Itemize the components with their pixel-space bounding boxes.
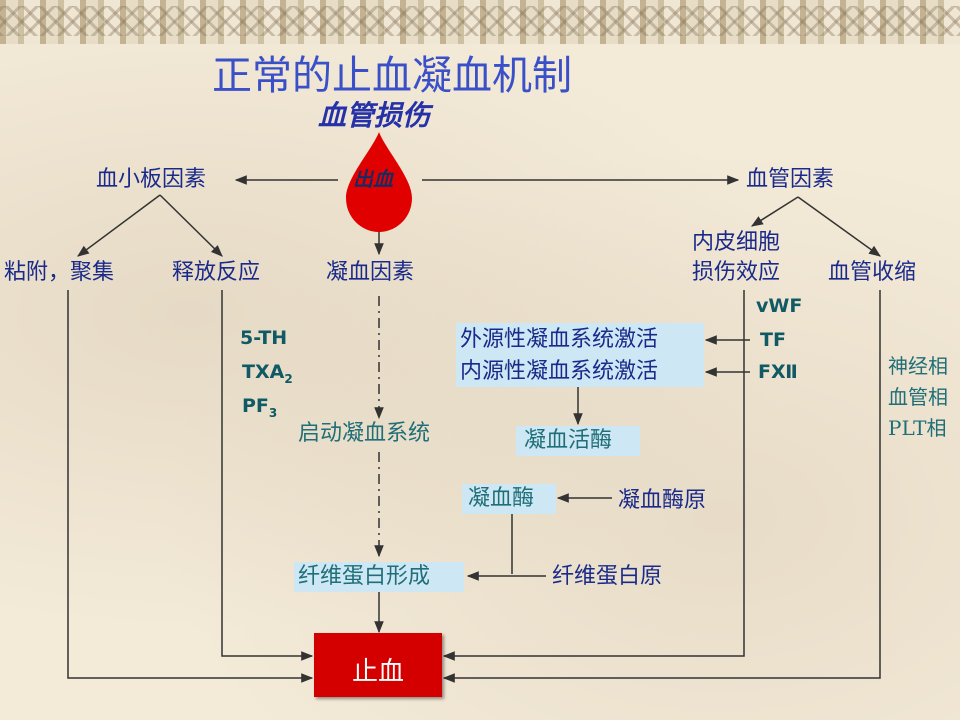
activase-box <box>516 426 640 456</box>
intrinsic-label: 内源性凝血系统激活 <box>460 359 659 384</box>
arrow-to-vasoconstriction <box>797 196 881 257</box>
endothelial-line2: 损伤效应 <box>692 260 781 285</box>
activation-box <box>456 323 704 387</box>
arrow-adhesion-to-hemostasis <box>67 290 314 683</box>
txa2-label: TXA2 <box>242 361 293 386</box>
arrow-to-release <box>159 194 223 257</box>
vascular-factor-label: 血管因素 <box>746 167 835 192</box>
neural-phase-label: 神经相 <box>888 354 948 378</box>
start-coag-label: 启动凝血系统 <box>298 421 431 446</box>
fibrin-formation-label: 纤维蛋白形成 <box>298 564 431 589</box>
arrow-vasoconstriction-to-hemostasis <box>442 290 881 683</box>
pf3-label: PF3 <box>242 395 278 420</box>
fibrin-box <box>294 562 464 592</box>
hemostasis-box: 止血 <box>314 633 442 697</box>
blood-drop-icon <box>346 132 412 232</box>
arrow-release-to-hemostasis <box>221 290 314 661</box>
page-title: 正常的止血凝血机制 <box>212 53 572 99</box>
prothrombin-label: 凝血酶原 <box>618 488 707 513</box>
extrinsic-label: 外源性凝血系统激活 <box>460 327 659 352</box>
plt-phase-label: PLT相 <box>888 416 947 440</box>
hemostasis-label: 止血 <box>351 657 404 687</box>
fibrinogen-label: 纤维蛋白原 <box>552 564 663 589</box>
release-label: 释放反应 <box>172 260 261 285</box>
f12-label: FⅫ <box>758 361 798 383</box>
coag-factor-label: 凝血因素 <box>326 260 415 285</box>
arrow-to-endothelial <box>750 196 799 227</box>
thrombin-box <box>462 484 556 514</box>
endothelial-line1: 内皮细胞 <box>692 230 781 255</box>
vessel-injury-label: 血管损伤 <box>318 99 431 132</box>
5ht-label: 5-TH <box>240 327 288 349</box>
vascular-phase-label: 血管相 <box>888 385 948 409</box>
bleeding-label: 出血 <box>353 167 393 191</box>
tf-label: TF <box>760 329 786 351</box>
vasoconstriction-label: 血管收缩 <box>828 260 917 285</box>
platelet-factor-label: 血小板因素 <box>96 167 207 192</box>
adhesion-label: 粘附，聚集 <box>4 260 115 285</box>
coag-activase-label: 凝血活酶 <box>524 428 613 453</box>
thrombin-label: 凝血酶 <box>468 486 535 511</box>
vwf-label: vWF <box>756 295 803 317</box>
decorative-border <box>0 0 960 44</box>
arrow-to-adhesion <box>77 194 161 257</box>
arrow-endothelial-to-hemostasis <box>442 290 745 661</box>
